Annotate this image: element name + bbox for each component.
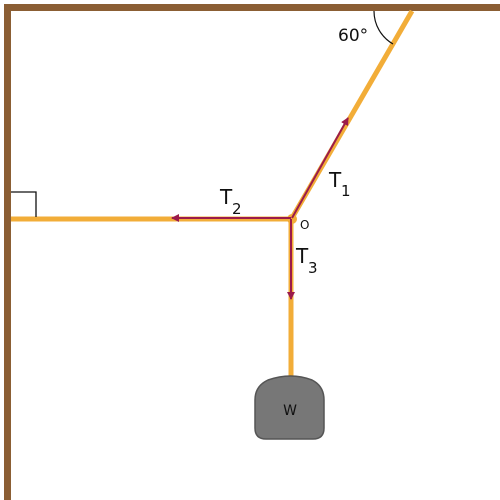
vector-t1 [291,117,349,219]
t2-subscript: 2 [232,200,242,218]
weight-label: W [283,403,297,419]
t3-subscript: 3 [308,259,318,277]
angle-label: 60° [338,26,368,46]
angle-arc [373,10,394,45]
right-angle-marker [11,191,37,217]
t3-label: T [295,244,309,268]
t2-label: T [219,185,233,209]
t1-label: T [328,168,342,192]
knot-label: O [300,218,309,232]
ceiling [4,4,500,11]
t1-subscript: 1 [341,182,351,200]
weight-block [254,375,325,440]
left-wall [4,4,11,500]
